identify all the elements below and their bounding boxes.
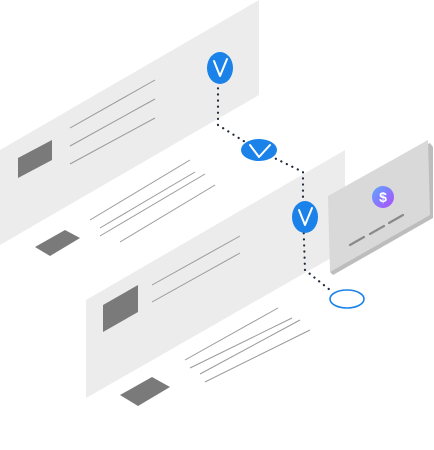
card-number-dashes — [348, 213, 405, 247]
checkmark-icon — [298, 207, 313, 226]
text-lines — [69, 79, 156, 165]
image-placeholder — [35, 230, 80, 256]
checkpoint-1 — [207, 52, 233, 84]
text-lines — [184, 307, 311, 383]
image-placeholder — [120, 377, 170, 406]
document-panel-bottom — [86, 150, 345, 406]
checkmark-icon — [213, 58, 228, 77]
image-placeholder — [18, 140, 52, 178]
empty-ring-icon — [329, 289, 365, 309]
text-lines — [89, 159, 216, 243]
checkpoint-2 — [241, 139, 277, 161]
progress-path — [216, 68, 332, 292]
payment-card: $ — [328, 140, 433, 275]
document-panel-top — [0, 0, 259, 245]
svg-text:$: $ — [379, 189, 387, 205]
image-placeholder — [103, 285, 138, 332]
dollar-icon — [372, 186, 394, 208]
document-panel-middle — [35, 159, 216, 256]
checkmark-icon — [249, 144, 271, 158]
checkpoint-3 — [292, 201, 318, 233]
text-lines — [151, 235, 241, 303]
